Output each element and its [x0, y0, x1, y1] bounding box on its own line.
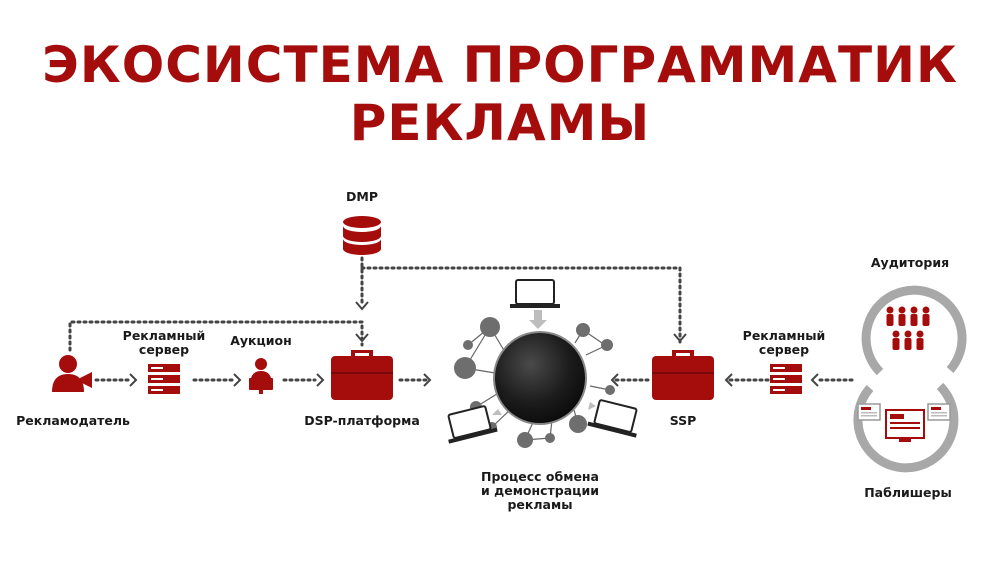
exchange-label-3: рекламы	[507, 497, 572, 512]
arrow-right-icon	[233, 373, 242, 387]
audience-label: Аудитория	[871, 255, 949, 270]
auction-label: Аукцион	[230, 333, 292, 348]
exchange-label-1: Процесс обмена	[481, 469, 599, 484]
audience-ring	[861, 285, 967, 376]
exchange-network	[447, 279, 638, 448]
arrow-down-icon	[355, 301, 369, 311]
laptop-icon	[447, 405, 498, 444]
title-line-1: ЭКОСИСТЕМА ПРОГРАММАТИК	[42, 36, 958, 94]
publishers-label: Паблишеры	[864, 485, 952, 500]
network-node	[454, 357, 476, 379]
ad-server-left-label-2: сервер	[139, 342, 189, 357]
arrow-down-icon	[673, 333, 687, 343]
network-node	[576, 323, 590, 337]
dmp-label: DMP	[346, 189, 378, 204]
dsp-label: DSP-платформа	[304, 413, 420, 428]
arrow-icon	[492, 409, 502, 415]
auction-podium-icon	[249, 358, 273, 394]
advertiser-to-dsp-line	[68, 320, 364, 352]
advertiser-icon	[52, 355, 92, 392]
arrow-right-icon	[316, 373, 325, 387]
server-icon	[148, 364, 180, 394]
connection-lines	[68, 256, 854, 382]
network-node	[545, 433, 555, 443]
server-icon	[770, 364, 802, 394]
ad-server-left-label-1: Рекламный	[123, 328, 206, 343]
network-node	[517, 432, 533, 448]
arrow-right-icon	[423, 373, 432, 387]
network-node	[463, 340, 473, 350]
ad-server-right-label-2: сервер	[759, 342, 809, 357]
laptop-icon	[510, 279, 560, 308]
arrow-left-icon	[610, 373, 619, 387]
laptop-icon	[587, 399, 638, 438]
page-title: ЭКОСИСТЕМА ПРОГРАММАТИК РЕКЛАМЫ	[0, 36, 1000, 152]
audience-people-icon	[886, 306, 930, 350]
exchange-label-2: и демонстрации	[481, 483, 599, 498]
arrow-right-icon	[129, 373, 138, 387]
publisher-screens-icon	[857, 403, 951, 442]
ad-server-right-label-1: Рекламный	[743, 328, 826, 343]
dmp-to-ssp-line	[360, 266, 682, 347]
database-icon	[343, 216, 381, 255]
network-node	[480, 317, 500, 337]
exchange-hub	[493, 331, 587, 425]
arrow-left-icon	[810, 373, 819, 387]
network-node	[601, 339, 613, 351]
briefcase-icon	[331, 350, 393, 400]
arrow-icon	[588, 402, 596, 410]
network-node	[605, 385, 615, 395]
network-node	[569, 415, 587, 433]
arrow-left-icon	[724, 373, 733, 387]
arrow-heads	[129, 301, 819, 387]
advertiser-label: Рекламодатель	[16, 413, 130, 428]
title-line-2: РЕКЛАМЫ	[349, 94, 651, 152]
arrow-down-icon	[529, 310, 547, 329]
arrow-down-icon	[355, 333, 369, 343]
ssp-label: SSP	[670, 413, 697, 428]
briefcase-icon	[652, 350, 714, 400]
